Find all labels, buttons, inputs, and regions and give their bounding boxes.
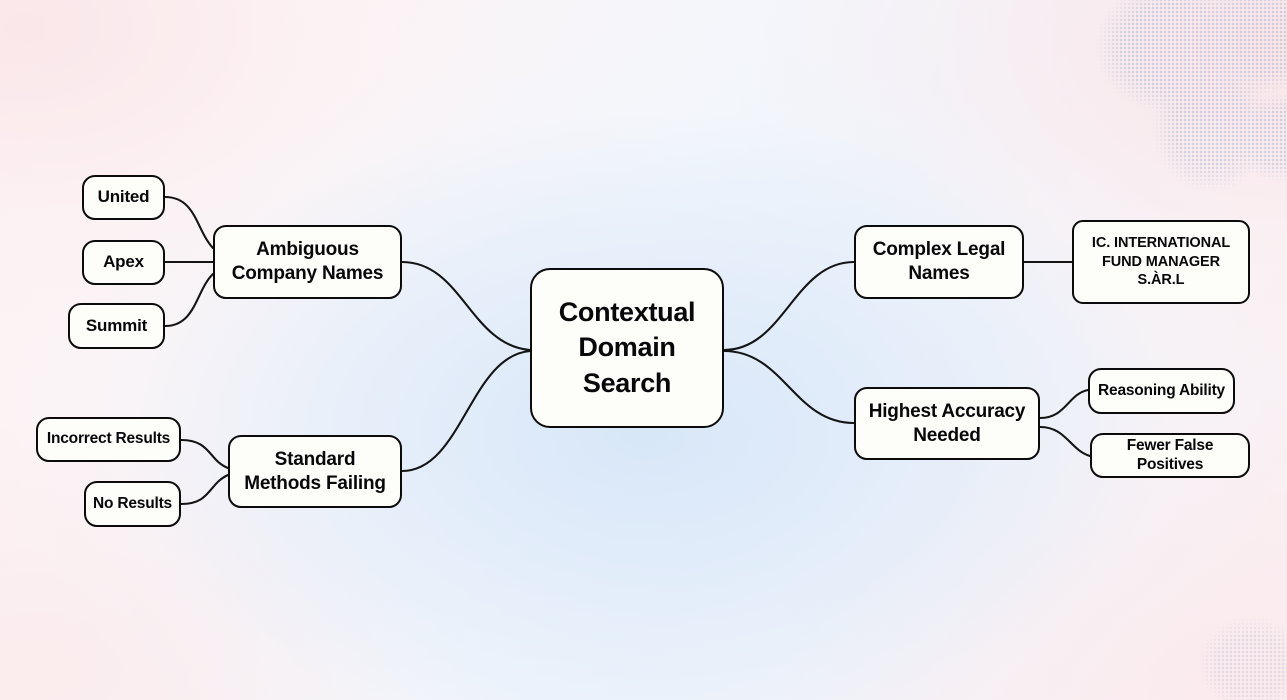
node-leaf-reasoning-ability[interactable]: Reasoning Ability — [1088, 368, 1235, 414]
node-branch-standard-methods-failing[interactable]: Standard Methods Failing — [228, 435, 402, 508]
node-branch-complex-legal-names[interactable]: Complex Legal Names — [854, 225, 1024, 299]
node-leaf-apex[interactable]: Apex — [82, 240, 165, 285]
node-leaf-summit[interactable]: Summit — [68, 303, 165, 349]
edge-ambiguous-to-root — [400, 260, 532, 352]
edge-noresults-to-standard — [179, 473, 230, 506]
edge-standard-to-root — [400, 349, 532, 473]
edge-incorrect-to-standard — [179, 438, 230, 470]
node-leaf-ic-international-fund-manager[interactable]: IC. INTERNATIONAL FUND MANAGER S.ÀR.L — [1072, 220, 1250, 304]
corner-dot-texture-secondary-icon — [1177, 610, 1287, 700]
edge-root-to-highest-accuracy — [722, 349, 856, 425]
node-branch-ambiguous-company-names[interactable]: Ambiguous Company Names — [213, 225, 402, 299]
edge-root-to-complex-legal — [722, 260, 856, 352]
node-leaf-incorrect-results[interactable]: Incorrect Results — [36, 417, 181, 462]
node-branch-highest-accuracy-needed[interactable]: Highest Accuracy Needed — [854, 387, 1040, 460]
node-leaf-united[interactable]: United — [82, 175, 165, 220]
edge-highest-to-reasoning — [1038, 388, 1090, 420]
node-leaf-fewer-false-positives[interactable]: Fewer False Positives — [1090, 433, 1250, 478]
edge-highest-to-fewer-false — [1038, 425, 1092, 458]
node-leaf-no-results[interactable]: No Results — [84, 481, 181, 527]
corner-dot-texture-icon — [1091, 0, 1287, 189]
node-root-contextual-domain-search[interactable]: Contextual Domain Search — [530, 268, 724, 428]
edge-summit-to-ambiguous — [163, 272, 215, 328]
edge-united-to-ambiguous — [163, 195, 215, 250]
